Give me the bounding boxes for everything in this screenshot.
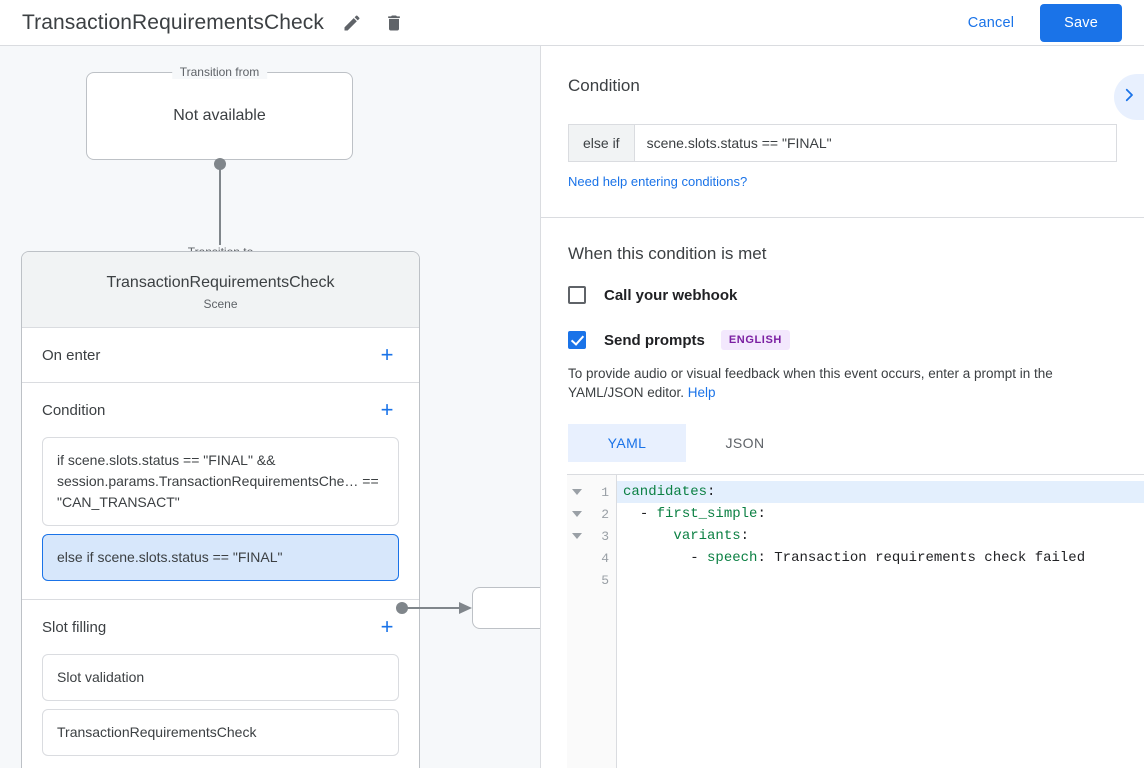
section-header: On enter + <box>42 328 399 382</box>
when-met-heading: When this condition is met <box>568 244 767 263</box>
yaml-editor[interactable]: 1 2 3 4 5 candidates: - first_simple: va… <box>567 474 1144 768</box>
list-item[interactable]: if scene.slots.status == "FINAL" && sess… <box>42 437 399 526</box>
transition-from-value: Not available <box>173 107 266 124</box>
send-prompts-row[interactable]: Send prompts ENGLISH <box>568 330 1117 350</box>
list-item[interactable]: else if scene.slots.status == "FINAL" <box>42 534 399 581</box>
code-colon: : <box>757 550 766 566</box>
transition-from-legend: Transition from <box>171 65 268 79</box>
downstream-node[interactable] <box>472 587 540 629</box>
webhook-label: Call your webhook <box>604 286 738 304</box>
page-title: TransactionRequirementsCheck <box>22 10 324 34</box>
code-key: candidates <box>623 484 708 500</box>
section-slot-filling: Slot filling + Slot validation Transacti… <box>22 600 419 768</box>
line-number: 3 <box>601 528 609 544</box>
editor-gutter: 1 2 3 4 5 <box>567 475 617 768</box>
code-line[interactable]: - speech: Transaction requirements check… <box>617 547 1144 569</box>
list-item[interactable]: Slot validation <box>42 654 399 701</box>
condition-input-row: else if <box>568 124 1117 162</box>
fold-triangle-icon[interactable] <box>572 489 582 495</box>
send-prompts-checkbox[interactable] <box>568 331 586 349</box>
code-dash: - <box>690 550 708 566</box>
add-condition-button[interactable]: + <box>380 397 394 422</box>
gutter-row: 3 <box>567 525 616 547</box>
condition-list: if scene.slots.status == "FINAL" && sess… <box>42 437 399 599</box>
code-indent <box>623 506 640 522</box>
code-colon: : <box>707 484 716 500</box>
webhook-checkbox-row[interactable]: Call your webhook <box>568 286 1117 304</box>
tab-json[interactable]: JSON <box>725 435 765 451</box>
condition-prefix-label: else if <box>569 125 635 161</box>
code-key: speech <box>707 550 758 566</box>
add-slot-filling-button[interactable]: + <box>380 614 394 639</box>
slot-filling-list: Slot validation TransactionRequirementsC… <box>42 654 399 768</box>
code-line[interactable]: - first_simple: <box>617 503 1144 525</box>
transition-to-node[interactable]: TransactionRequirementsCheck Scene On en… <box>21 251 420 768</box>
transition-from-node[interactable]: Transition from Not available <box>86 65 353 160</box>
section-header: Slot filling + <box>42 600 399 654</box>
send-prompts-label: Send prompts <box>604 331 705 349</box>
section-title-condition: Condition <box>42 401 106 419</box>
app-header: TransactionRequirementsCheck Cancel Save <box>0 0 1144 46</box>
code-value: Transaction requirements check failed <box>765 550 1086 566</box>
section-on-enter: On enter + <box>22 328 419 383</box>
when-condition-met-section: When this condition is met Call your web… <box>541 218 1144 462</box>
section-title-slot-filling: Slot filling <box>42 618 107 636</box>
code-dash: - <box>639 506 657 522</box>
line-number: 5 <box>601 572 609 588</box>
line-number: 2 <box>601 506 609 522</box>
trash-icon <box>384 13 404 33</box>
condition-input[interactable] <box>634 125 1116 161</box>
delete-button[interactable] <box>380 9 408 37</box>
cancel-button[interactable]: Cancel <box>958 7 1024 39</box>
gutter-row: 1 <box>567 481 616 503</box>
scene-header: TransactionRequirementsCheck Scene <box>22 252 419 328</box>
webhook-checkbox[interactable] <box>568 286 586 304</box>
code-line[interactable]: variants: <box>617 525 1144 547</box>
code-colon: : <box>740 528 750 544</box>
condition-help-link[interactable]: Need help entering conditions? <box>568 174 748 189</box>
edit-title-button[interactable] <box>338 9 366 37</box>
list-item[interactable]: TransactionRequirementsCheck <box>42 709 399 756</box>
section-title-on-enter: On enter <box>42 346 101 364</box>
prompt-description: To provide audio or visual feedback when… <box>568 364 1117 402</box>
gutter-row: 4 <box>567 547 616 569</box>
tab-yaml[interactable]: YAML <box>568 424 686 462</box>
language-badge: ENGLISH <box>720 330 790 350</box>
code-key: variants <box>673 528 741 544</box>
condition-panel-section: Condition else if Need help entering con… <box>541 46 1144 218</box>
pencil-icon <box>342 13 362 33</box>
line-number: 4 <box>601 550 609 566</box>
editor-content[interactable]: candidates: - first_simple: variants: - … <box>617 475 1144 768</box>
prompt-help-link[interactable]: Help <box>687 385 716 400</box>
code-indent <box>623 550 690 566</box>
line-number: 1 <box>601 484 609 500</box>
condition-heading: Condition <box>568 76 640 95</box>
flow-connector-right <box>396 594 476 622</box>
fold-triangle-icon[interactable] <box>572 533 582 539</box>
code-key: first_simple <box>656 506 758 522</box>
fold-triangle-icon[interactable] <box>572 511 582 517</box>
gutter-row: 2 <box>567 503 616 525</box>
prompt-description-text: To provide audio or visual feedback when… <box>568 366 1053 400</box>
section-header: Condition + <box>42 383 399 437</box>
flow-canvas[interactable]: Transition from Not available Transition… <box>0 46 540 768</box>
save-button[interactable]: Save <box>1040 3 1122 42</box>
code-colon: : <box>757 506 766 522</box>
add-on-enter-button[interactable]: + <box>380 342 394 367</box>
scene-type: Scene <box>203 297 238 311</box>
expand-panel-button[interactable] <box>1114 74 1144 120</box>
code-line[interactable] <box>617 569 1144 591</box>
chevron-right-icon <box>1120 86 1138 109</box>
code-indent <box>623 528 673 544</box>
scene-name: TransactionRequirementsCheck <box>106 274 335 291</box>
editor-format-tabs: YAML JSON <box>568 424 1117 462</box>
code-line[interactable]: candidates: <box>617 481 1144 503</box>
section-condition: Condition + if scene.slots.status == "FI… <box>22 383 419 600</box>
gutter-row: 5 <box>567 569 616 591</box>
